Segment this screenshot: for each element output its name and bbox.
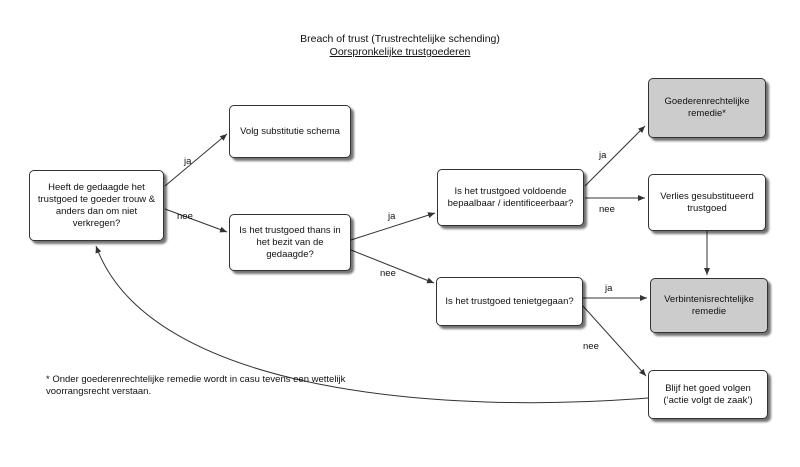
node-property-remedy-text: Goederenrechtelijke remedie*: [664, 96, 750, 119]
node-in-possession-question: Is het trustgoed thans in het bezit van …: [229, 214, 351, 271]
footnote: * Onder goederenrechtelijke remedie word…: [46, 374, 346, 397]
node-obligation-remedy: Verbintenisrechtelijke remedie: [650, 278, 768, 333]
diagram-title: Breach of trust (Trustrechtelijke schend…: [300, 33, 500, 45]
diagram-header: Breach of trust (Trustrechtelijke schend…: [0, 33, 800, 59]
label-start-ja: ja: [184, 156, 192, 167]
node-obligation-remedy-text: Verbintenisrechtelijke remedie: [664, 293, 754, 317]
node-lose-substitute: Verlies gesubstitueerd trustgoed: [648, 174, 766, 231]
node-lose-substitute-text: Verlies gesubstitueerd trustgoed: [660, 190, 754, 214]
node-keep-following-text: Blijf het goed volgen (‘actie volgt de z…: [663, 382, 753, 406]
label-lost-ja: ja: [605, 283, 613, 294]
label-start-nee: nee: [177, 211, 193, 222]
arrow-start-to-possession: [164, 208, 228, 233]
node-lost-question-text: Is het trustgoed tenietgegaan?: [445, 295, 574, 307]
node-start-question: Heeft de gedaagde het trustgoed te goede…: [29, 170, 164, 241]
label-possession-ja: ja: [388, 211, 396, 222]
node-property-remedy: Goederenrechtelijke remedie*: [648, 78, 766, 138]
node-start-question-text: Heeft de gedaagde het trustgoed te goede…: [37, 181, 156, 229]
arrow-keep-following-to-start: [95, 245, 649, 404]
arrow-lost-to-keep-following: [582, 305, 647, 377]
arrow-start-to-substitution: [164, 133, 228, 187]
arrow-possession-to-lost: [350, 249, 435, 284]
arrow-possession-to-identifiable: [350, 212, 436, 241]
node-identifiable-question-text: Is het trustgoed voldoende bepaalbaar / …: [447, 185, 574, 209]
arrow-identifiable-to-property-remedy: [584, 125, 646, 187]
label-identifiable-nee: nee: [599, 204, 615, 215]
node-substitution: Volg substitutie schema: [229, 105, 351, 158]
node-keep-following: Blijf het goed volgen (‘actie volgt de z…: [648, 370, 768, 419]
node-in-possession-question-text: Is het trustgoed thans in het bezit van …: [239, 224, 341, 260]
label-identifiable-ja: ja: [599, 150, 607, 161]
label-possession-nee: nee: [380, 268, 396, 279]
node-lost-question: Is het trustgoed tenietgegaan?: [436, 277, 583, 326]
diagram-subtitle: Oorspronkelijke trustgoederen: [329, 46, 471, 58]
label-lost-nee: nee: [583, 341, 599, 352]
node-substitution-text: Volg substitutie schema: [240, 125, 340, 137]
node-identifiable-question: Is het trustgoed voldoende bepaalbaar / …: [437, 169, 584, 226]
